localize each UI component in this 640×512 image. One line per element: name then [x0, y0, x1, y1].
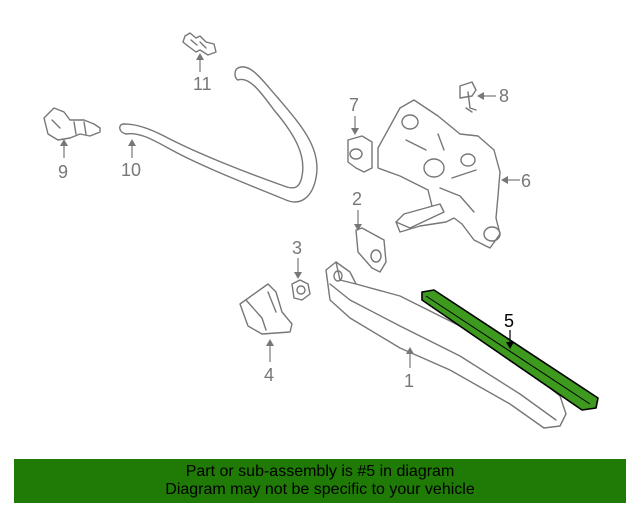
callout-5: 5: [504, 311, 514, 331]
arrowhead-8: [477, 92, 484, 100]
part-9-fitting: [43, 107, 101, 141]
part-5-blade: [421, 289, 599, 411]
part-6-motor: [377, 99, 501, 249]
callout-7: 7: [349, 95, 359, 115]
banner-line-1: Part or sub-assembly is #5 in diagram: [185, 463, 455, 480]
callout-1: 1: [404, 371, 414, 391]
callout-9: 9: [58, 162, 68, 182]
part-7-clip: [347, 135, 373, 173]
part-11-connector: [182, 32, 217, 56]
arrowhead-1: [406, 347, 414, 354]
arrowhead-4: [266, 339, 274, 346]
part-2-bracket: [355, 227, 387, 273]
part-3-nut: [291, 279, 311, 301]
arrowhead-3: [294, 272, 302, 279]
callout-2: 2: [352, 189, 362, 209]
arrowhead-2: [354, 224, 362, 231]
arrowhead-7: [351, 128, 359, 135]
part-8-bolt: [459, 81, 477, 113]
part-10-hose: [119, 66, 318, 203]
banner-line-2: Diagram may not be specific to your vehi…: [165, 481, 475, 498]
part-1-arm: [325, 261, 567, 429]
arrowhead-10: [128, 139, 136, 146]
arrowhead-11: [196, 53, 204, 60]
arrowhead-6: [501, 176, 508, 184]
arrowhead-5: [506, 342, 514, 349]
callout-6: 6: [521, 171, 531, 191]
callout-4: 4: [264, 365, 274, 385]
callout-11: 11: [193, 74, 212, 94]
callout-8: 8: [499, 86, 509, 106]
part-info-banner: Part or sub-assembly is #5 in diagram Di…: [14, 459, 626, 503]
part-4-cap: [239, 283, 293, 335]
leader-lines: [60, 53, 520, 368]
arrowhead-9: [60, 139, 68, 146]
callout-3: 3: [292, 238, 302, 258]
callout-10: 10: [121, 160, 141, 180]
